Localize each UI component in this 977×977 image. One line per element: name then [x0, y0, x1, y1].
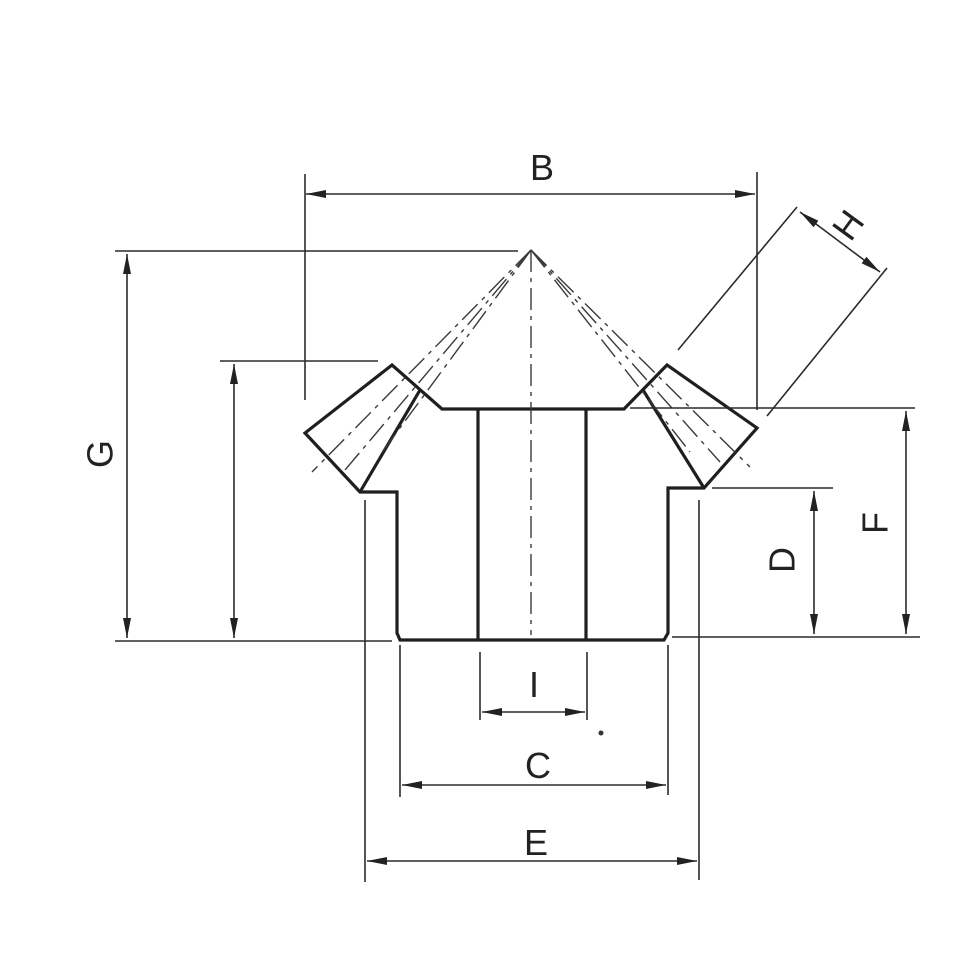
center-lines — [311, 249, 751, 635]
pitch-line-right-3 — [530, 249, 691, 453]
dim-h-line — [799, 211, 881, 273]
label-e: E — [524, 822, 548, 863]
pitch-line-left-2 — [344, 249, 532, 471]
label-b: B — [530, 147, 554, 188]
label-i: I — [529, 664, 539, 705]
dimension-lines — [123, 190, 910, 865]
pitch-line-left-1 — [311, 249, 532, 473]
label-g: G — [80, 440, 121, 468]
pitch-line-right-2 — [530, 249, 721, 463]
stray-dot — [598, 730, 604, 736]
label-d: D — [762, 547, 803, 573]
pitch-line-right-1 — [530, 249, 751, 468]
dimension-labels: B G H F D I C E — [80, 147, 896, 863]
label-f: F — [855, 512, 896, 534]
label-c: C — [525, 745, 551, 786]
extension-lines — [115, 172, 920, 882]
gear-profile — [302, 362, 760, 642]
pitch-line-left-3 — [379, 249, 532, 456]
label-h: H — [824, 202, 872, 247]
